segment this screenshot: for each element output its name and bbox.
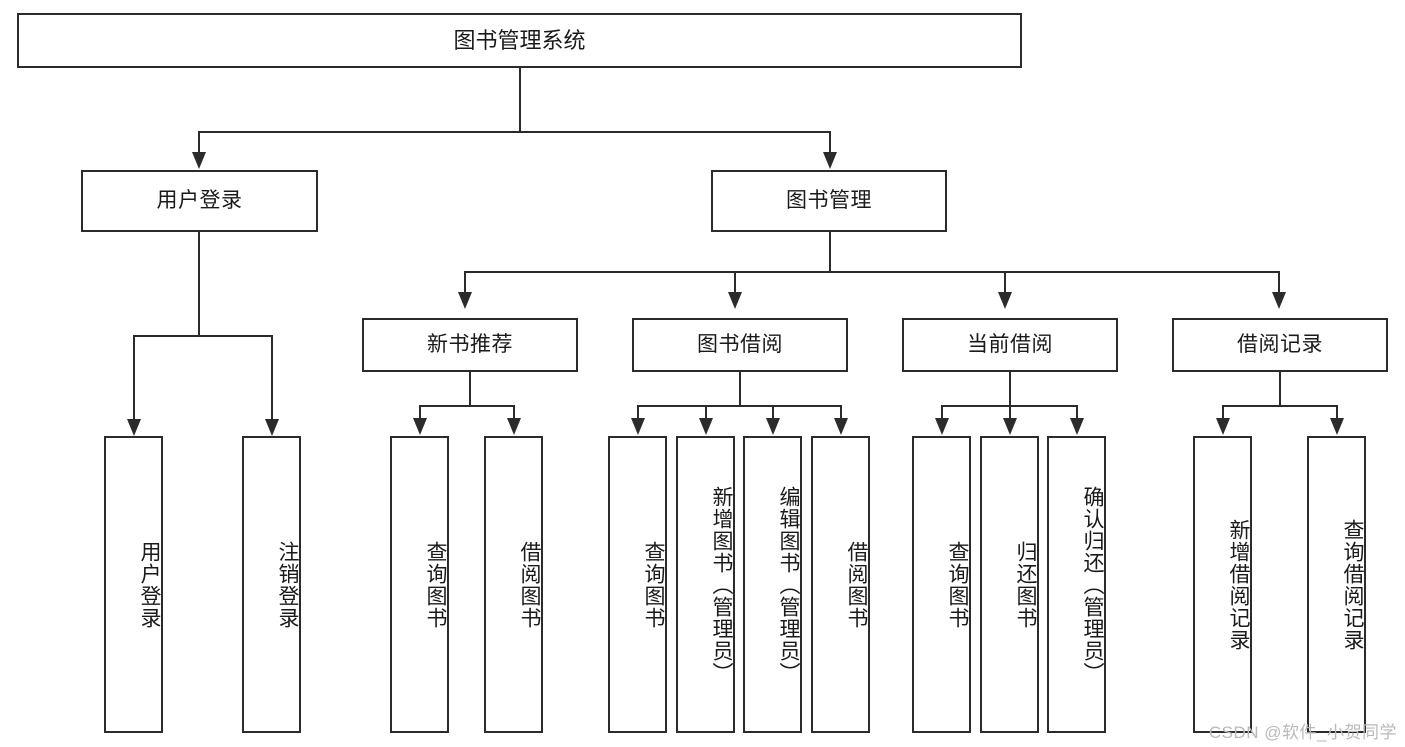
edge-borrow-record-drop-2 (1336, 405, 1338, 419)
edge-current-borrow-drop-2 (1009, 405, 1011, 419)
arrowhead-book-borrow-leaf-1 (631, 418, 645, 435)
leaf-label: 查询图书 (424, 540, 447, 629)
edge-user-login-drop-2 (271, 335, 273, 420)
arrowhead-to-current-borrow (998, 292, 1012, 309)
leaf-label: 注销登录 (276, 540, 299, 629)
node-user-login[interactable]: 用户登录 (81, 170, 318, 232)
node-book-manage[interactable]: 图书管理 (711, 170, 947, 232)
edge-level2-drop-user (198, 131, 200, 153)
edge-current-borrow-drop-1 (941, 405, 943, 419)
leaf-query-book-current[interactable]: 查询图书 (912, 436, 971, 733)
leaf-label: 新增图书（管理员） (710, 485, 733, 684)
edge-new-book-bus (419, 405, 514, 407)
edge-new-book-drop-1 (419, 405, 421, 419)
arrowhead-to-book-manage (823, 152, 837, 169)
arrowhead-book-borrow-leaf-2 (699, 418, 713, 435)
leaf-add-book-admin[interactable]: 新增图书（管理员） (676, 436, 735, 733)
leaf-user-login[interactable]: 用户登录 (104, 436, 163, 733)
arrowhead-to-user-login (192, 152, 206, 169)
edge-book-borrow-drop-3 (772, 405, 774, 419)
edge-borrow-record-stem (1279, 372, 1281, 405)
leaf-borrow-book[interactable]: 借阅图书 (811, 436, 870, 733)
arrowhead-new-book-leaf-2 (507, 418, 521, 435)
leaf-label: 查询图书 (642, 540, 665, 629)
edge-level2-bus (198, 131, 831, 133)
edge-level3-drop-1 (464, 271, 466, 293)
leaf-add-borrow-record[interactable]: 新增借阅记录 (1193, 436, 1252, 733)
edge-new-book-stem (469, 372, 471, 405)
leaf-logout[interactable]: 注销登录 (242, 436, 301, 733)
arrowhead-current-borrow-leaf-1 (935, 418, 949, 435)
edge-book-borrow-bus (637, 405, 841, 407)
arrowhead-to-leaf-user-login (127, 419, 141, 436)
leaf-confirm-return-admin[interactable]: 确认归还（管理员） (1047, 436, 1106, 733)
arrowhead-to-leaf-logout (265, 419, 279, 436)
edge-current-borrow-drop-3 (1076, 405, 1078, 419)
node-current-borrow[interactable]: 当前借阅 (902, 318, 1118, 372)
edge-current-borrow-stem (1009, 372, 1011, 405)
edge-level3-drop-3 (1004, 271, 1006, 293)
leaf-return-book[interactable]: 归还图书 (980, 436, 1039, 733)
leaf-label: 借阅图书 (845, 540, 868, 629)
leaf-label: 确认归还（管理员） (1081, 485, 1104, 684)
leaf-query-book-recommend[interactable]: 查询图书 (390, 436, 449, 733)
arrowhead-borrow-record-leaf-2 (1330, 418, 1344, 435)
csdn-watermark: CSDN @软件_小贺同学 (1208, 723, 1397, 742)
node-new-book-recommend[interactable]: 新书推荐 (362, 318, 578, 372)
leaf-label: 归还图书 (1014, 540, 1037, 629)
arrowhead-book-borrow-leaf-3 (766, 418, 780, 435)
leaf-borrow-book-recommend[interactable]: 借阅图书 (484, 436, 543, 733)
edge-level3-drop-2 (734, 271, 736, 293)
leaf-edit-book-admin[interactable]: 编辑图书（管理员） (743, 436, 802, 733)
edge-book-borrow-drop-4 (840, 405, 842, 419)
edge-book-borrow-drop-1 (637, 405, 639, 419)
edge-borrow-record-drop-1 (1222, 405, 1224, 419)
arrowhead-book-borrow-leaf-4 (834, 418, 848, 435)
leaf-label: 编辑图书（管理员） (777, 485, 800, 684)
edge-level3-drop-4 (1278, 271, 1280, 293)
edge-book-borrow-drop-2 (705, 405, 707, 419)
edge-user-login-drop-1 (133, 335, 135, 420)
edge-book-manage-stem (829, 232, 831, 271)
leaf-label: 用户登录 (138, 540, 161, 629)
leaf-query-borrow-record[interactable]: 查询借阅记录 (1307, 436, 1366, 733)
edge-borrow-record-bus (1222, 405, 1337, 407)
arrowhead-to-new-book (458, 292, 472, 309)
arrowhead-to-book-borrow (728, 292, 742, 309)
arrowhead-new-book-leaf-1 (413, 418, 427, 435)
node-borrow-record[interactable]: 借阅记录 (1172, 318, 1388, 372)
edge-root-stem (519, 68, 521, 131)
leaf-label: 新增借阅记录 (1227, 518, 1250, 651)
arrowhead-current-borrow-leaf-2 (1003, 418, 1017, 435)
leaf-label: 查询图书 (946, 540, 969, 629)
edge-new-book-drop-2 (513, 405, 515, 419)
edge-user-login-stem (198, 232, 200, 335)
edge-level3-bus (464, 271, 1280, 273)
node-root-system[interactable]: 图书管理系统 (17, 13, 1022, 68)
leaf-query-book-borrow[interactable]: 查询图书 (608, 436, 667, 733)
arrowhead-current-borrow-leaf-3 (1070, 418, 1084, 435)
leaf-label: 借阅图书 (518, 540, 541, 629)
edge-user-login-bus (133, 335, 272, 337)
node-book-borrow[interactable]: 图书借阅 (632, 318, 848, 372)
edge-level2-drop-book (829, 131, 831, 153)
edge-book-borrow-stem (739, 372, 741, 405)
arrowhead-borrow-record-leaf-1 (1216, 418, 1230, 435)
arrowhead-to-borrow-record (1272, 292, 1286, 309)
leaf-label: 查询借阅记录 (1341, 518, 1364, 651)
